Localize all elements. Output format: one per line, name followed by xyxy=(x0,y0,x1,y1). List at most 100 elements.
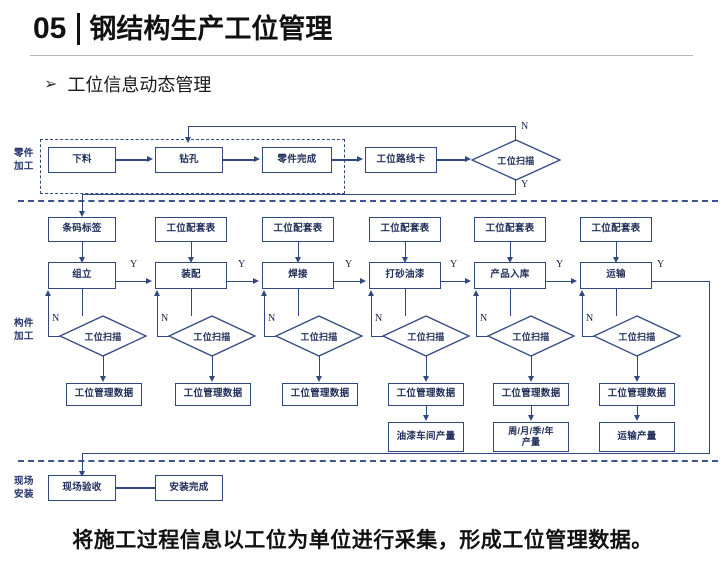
branch-n-1-left xyxy=(188,126,516,128)
output2-line2: 产量 xyxy=(521,437,541,447)
connector-decision1-to-data1 xyxy=(103,356,105,380)
node-anzhuang-wancheng[interactable]: 安装完成 xyxy=(155,475,223,501)
edge-label-n-decision1: N xyxy=(52,313,60,324)
node-data-6-gongwei-guanli-shuju[interactable]: 工位管理数据 xyxy=(599,383,675,406)
arrowhead-station4 xyxy=(360,277,366,284)
node-data-3-gongwei-guanli-shuju[interactable]: 工位管理数据 xyxy=(282,383,358,406)
connector-yunshu-out xyxy=(652,281,710,283)
arrowhead-station3 xyxy=(253,277,259,284)
connector-luxianka-to-scan xyxy=(437,159,466,161)
node-input-1-tiaoma-biaoqian[interactable]: 条码标签 xyxy=(48,217,116,242)
node-data-4-gongwei-guanli-shuju[interactable]: 工位管理数据 xyxy=(388,383,464,406)
edge-label-y-station5: Y xyxy=(556,259,564,270)
edge-label-y-1: Y xyxy=(521,179,529,190)
arrowhead-output3 xyxy=(634,415,640,421)
decision-label-2-2: 工位扫描 xyxy=(193,331,231,342)
node-station-zuli[interactable]: 组立 xyxy=(48,262,116,289)
arrowhead-into-station1 xyxy=(79,257,85,263)
subtitle-bullet: ➢ 工位信息动态管理 xyxy=(44,76,211,94)
arrowhead-n-2-6-up xyxy=(579,290,585,296)
node-station-zhuangpei[interactable]: 装配 xyxy=(155,262,227,289)
branch-n-2-6-h xyxy=(582,336,594,338)
edge-label-n-decision6: N xyxy=(586,313,594,324)
arrowhead-data6 xyxy=(634,376,640,382)
decision-gongwei-saomiao-1[interactable]: 工位扫描 xyxy=(470,139,562,181)
arrowhead-into-station3 xyxy=(295,257,301,263)
branch-n-2-5-h xyxy=(476,336,488,338)
branch-n-2-2-h xyxy=(157,336,169,338)
node-data-2-gongwei-guanli-shuju[interactable]: 工位管理数据 xyxy=(175,383,251,406)
decision-gongwei-saomiao-2-6[interactable]: 工位扫描 xyxy=(592,315,682,357)
node-station-yunshu[interactable]: 运输 xyxy=(580,262,652,289)
edge-label-y-station6: Y xyxy=(657,259,665,270)
node-lingjian-wancheng[interactable]: 零件完成 xyxy=(262,147,332,173)
arrowhead-into-station6 xyxy=(613,257,619,263)
node-output-youqi-chejian-chanliang[interactable]: 油漆车间产量 xyxy=(388,422,464,452)
arrowhead-data4 xyxy=(423,376,429,382)
node-input-4-gongwei-peitaobiao[interactable]: 工位配套表 xyxy=(369,217,441,242)
arrowhead-n-2-5-up xyxy=(473,290,479,296)
edge-label-n-decision4: N xyxy=(375,313,383,324)
node-station-hanjie[interactable]: 焊接 xyxy=(262,262,334,289)
edge-label-y-station2: Y xyxy=(238,259,246,270)
node-data-5-gongwei-guanli-shuju[interactable]: 工位管理数据 xyxy=(493,383,569,406)
edge-label-y-station1: Y xyxy=(130,259,138,270)
row-label-site-installation: 现场 安装 xyxy=(14,476,34,500)
node-xianchang-yanshou[interactable]: 现场验收 xyxy=(48,475,116,501)
branch-y-1-left xyxy=(82,194,516,196)
arrowhead-station6 xyxy=(571,277,577,284)
decision-gongwei-saomiao-2-2[interactable]: 工位扫描 xyxy=(167,315,257,357)
edge-label-n-1: N xyxy=(521,121,529,132)
connector-input6-to-station6 xyxy=(616,242,618,261)
edge-label-n-decision2: N xyxy=(161,313,169,324)
arrowhead-n-2-4-up xyxy=(368,290,374,296)
node-output-yunshu-chanliang[interactable]: 运输产量 xyxy=(599,422,675,452)
branch-n-2-4-h xyxy=(371,336,383,338)
branch-n-1-down xyxy=(188,126,190,141)
arrowhead-n-2-2-up xyxy=(154,290,160,296)
decision-gongwei-saomiao-2-1[interactable]: 工位扫描 xyxy=(58,315,148,357)
decision-gongwei-saomiao-2-4[interactable]: 工位扫描 xyxy=(381,315,471,357)
output2-line1: 周/月/季/年 xyxy=(508,425,554,436)
branch-n-2-1-h xyxy=(48,336,60,338)
arrowhead-to-luxianka xyxy=(357,156,363,162)
node-output-zhouyuejinian-chanliang[interactable]: 周/月/季/年 产量 xyxy=(493,422,569,452)
header-rule xyxy=(30,55,693,56)
connector-station1-to-decision1 xyxy=(82,289,84,316)
node-xialiao[interactable]: 下料 xyxy=(48,147,116,173)
connector-input1-to-station1 xyxy=(82,242,84,261)
connector-data6-to-output3 xyxy=(637,406,639,418)
connector-data4-to-output1 xyxy=(426,406,428,418)
connector-input2-to-station2 xyxy=(191,242,193,261)
node-zuankong[interactable]: 钻孔 xyxy=(155,147,223,173)
connector-station3-to-decision3 xyxy=(298,289,300,316)
node-station-dasha-youqi[interactable]: 打砂油漆 xyxy=(369,262,441,289)
node-input-3-gongwei-peitaobiao[interactable]: 工位配套表 xyxy=(262,217,334,242)
arrowhead-into-station2 xyxy=(188,257,194,263)
connector-station2-to-decision2 xyxy=(191,289,193,316)
connector-right-rail-down xyxy=(709,281,711,454)
connector-yanshou-to-wancheng xyxy=(116,487,155,489)
row-label-parts-processing: 零件 加工 xyxy=(14,148,34,172)
slide-caption: 将施工过程信息以工位为单位进行采集，形成工位管理数据。 xyxy=(72,529,653,552)
arrowhead-n-2-3-up xyxy=(261,290,267,296)
connector-decision2-to-data2 xyxy=(212,356,214,380)
workflow-diagram: 零件 加工 构件 加工 现场 安装 下料 钻孔 零件完成 工位路线卡 xyxy=(0,110,725,520)
node-input-2-gongwei-peitaobiao[interactable]: 工位配套表 xyxy=(155,217,227,242)
arrowhead-data2 xyxy=(209,376,215,382)
connector-lingjian-to-luxianka xyxy=(332,159,358,161)
node-gongwei-luxianka[interactable]: 工位路线卡 xyxy=(365,147,437,173)
edge-label-y-station3: Y xyxy=(345,259,353,270)
node-input-5-gongwei-peitaobiao[interactable]: 工位配套表 xyxy=(474,217,546,242)
row-label-member-processing: 构件 加工 xyxy=(14,318,34,342)
node-data-1-gongwei-guanli-shuju[interactable]: 工位管理数据 xyxy=(66,383,142,406)
arrowhead-data3 xyxy=(316,376,322,382)
decision-gongwei-saomiao-2-5[interactable]: 工位扫描 xyxy=(486,315,576,357)
node-station-chanpin-ruku[interactable]: 产品入库 xyxy=(474,262,546,289)
branch-n-2-3-v xyxy=(264,295,266,337)
node-input-6-gongwei-peitaobiao[interactable]: 工位配套表 xyxy=(580,217,652,242)
section-divider-1 xyxy=(18,200,718,202)
decision-gongwei-saomiao-2-3[interactable]: 工位扫描 xyxy=(274,315,364,357)
decision-label-2-6: 工位扫描 xyxy=(618,331,656,342)
